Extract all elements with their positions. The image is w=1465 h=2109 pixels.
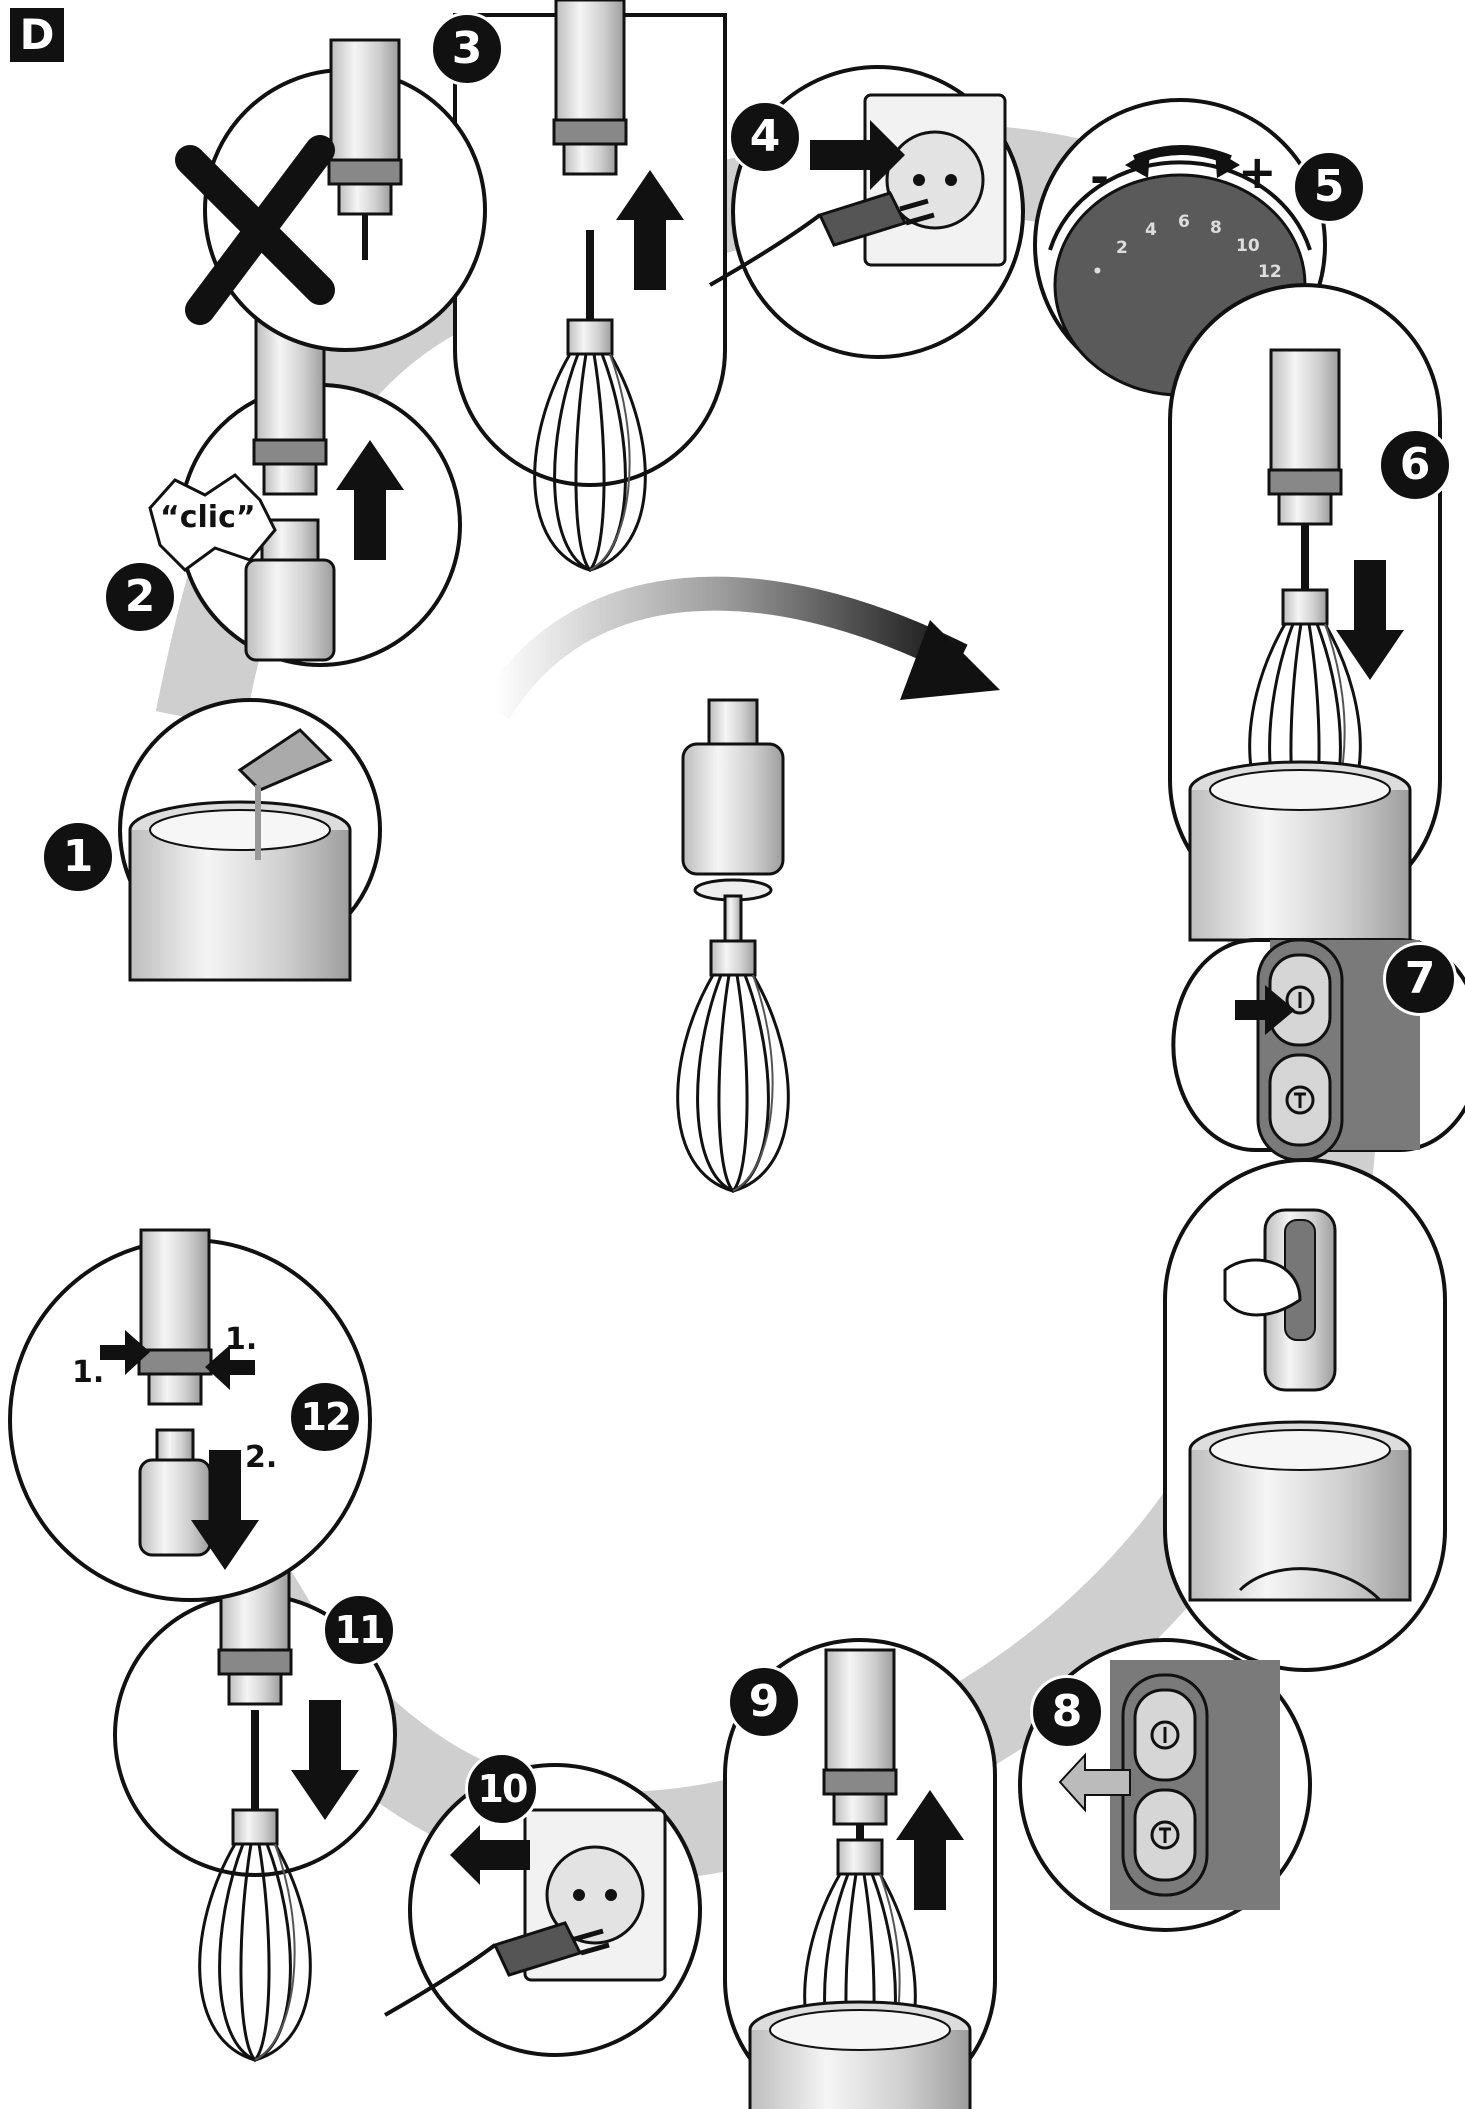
step-number-10: 10: [465, 1752, 539, 1826]
step-number-3: 3: [430, 12, 504, 86]
clic-label: “clic”: [160, 500, 256, 535]
step-number-5: 5: [1292, 150, 1366, 224]
dial-scale-0: •: [1092, 262, 1103, 282]
step-11-panel: [113, 1528, 397, 2062]
dial-minus-label: -: [1090, 150, 1110, 204]
step-1-panel: [118, 698, 382, 982]
step-number-7: 7: [1383, 942, 1457, 1016]
rotation-arrow: [480, 576, 968, 719]
step-2-panel: [148, 318, 462, 667]
central-whisk-attachment: [676, 698, 790, 1193]
release-pull-label: 2.: [245, 1440, 278, 1475]
dial-scale-2: 2: [1116, 238, 1128, 258]
step-3-panel: [175, 0, 727, 572]
step-number-8: 8: [1030, 1675, 1104, 1749]
step-in-use-panel: [1163, 1158, 1447, 1672]
dial-scale-12: 12: [1258, 262, 1282, 282]
dial-scale-8: 8: [1210, 218, 1222, 238]
step-6-panel: [1168, 283, 1442, 942]
dial-scale-6: 6: [1178, 212, 1190, 232]
section-badge: D: [10, 8, 64, 62]
step-number-12: 12: [288, 1380, 362, 1454]
release-press-label-left: 1.: [72, 1355, 105, 1390]
step-9-panel: [723, 1638, 997, 2109]
release-press-label-right: 1.: [225, 1322, 258, 1357]
step-number-2: 2: [103, 560, 177, 634]
step-number-4: 4: [728, 100, 802, 174]
step-number-1: 1: [41, 820, 115, 894]
step-12-panel: [8, 1228, 372, 1602]
step-4-panel: [710, 65, 1025, 359]
dial-scale-10: 10: [1236, 236, 1260, 256]
dial-plus-label: +: [1238, 145, 1277, 199]
step-number-9: 9: [727, 1665, 801, 1739]
rotation-arrow-head: [900, 620, 1000, 700]
step-number-6: 6: [1378, 428, 1452, 502]
step-10-panel: [385, 1763, 702, 2057]
step-number-11: 11: [322, 1593, 396, 1667]
dial-scale-4: 4: [1145, 220, 1157, 240]
